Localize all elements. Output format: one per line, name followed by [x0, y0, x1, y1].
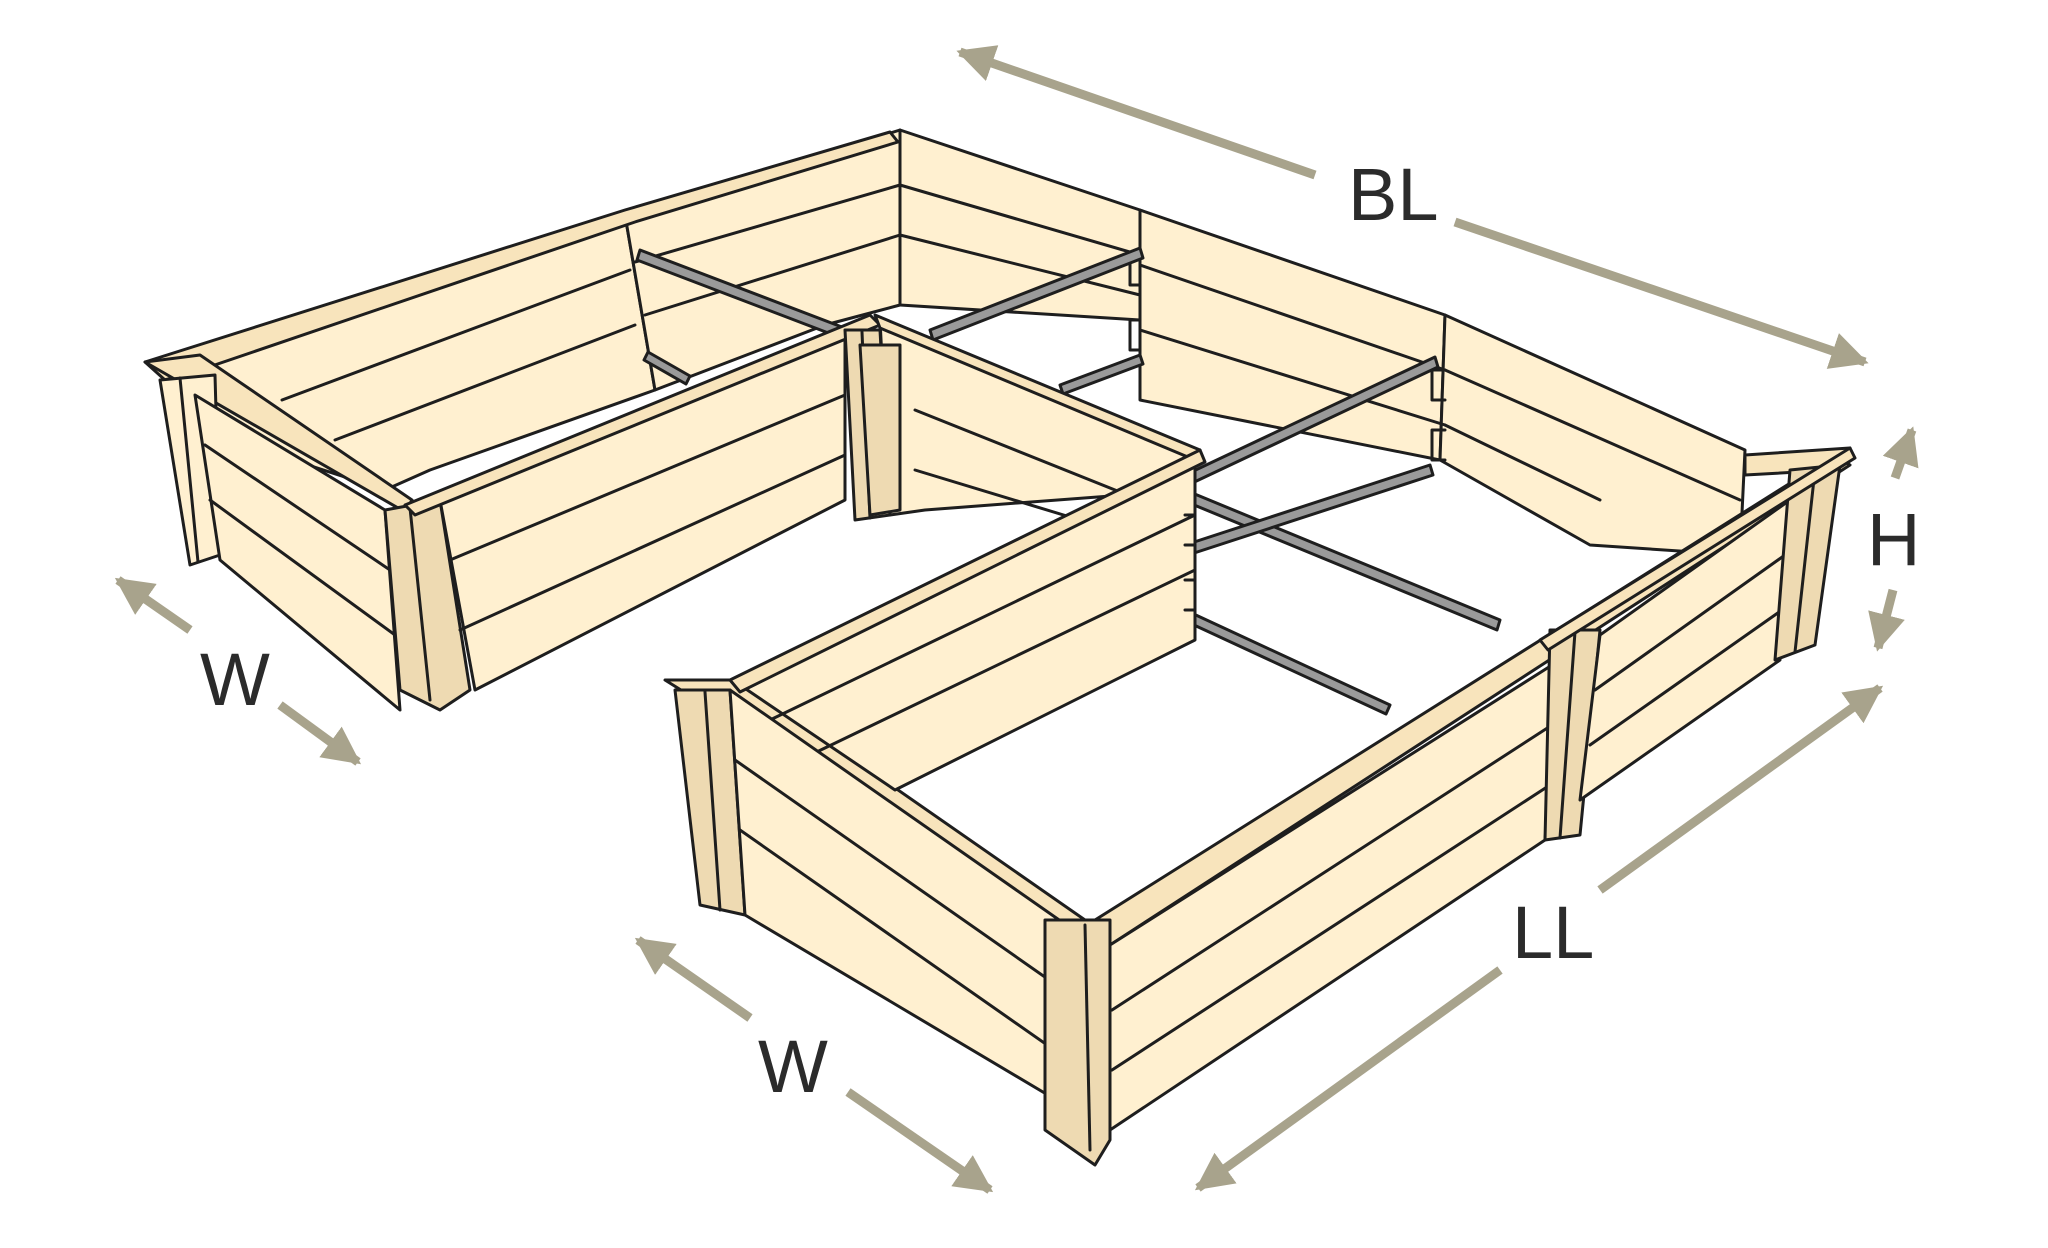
dimension-arrows [114, 45, 1919, 1194]
front-corner-post [1043, 918, 1112, 1167]
label-w-front: W [758, 1025, 828, 1108]
inner-courtyard-wall [873, 313, 1202, 522]
w-left-arrow-down [277, 701, 362, 766]
bl-arrow-right [1453, 217, 1869, 369]
front-arm-long-side [1108, 446, 1857, 1132]
label-ll: LL [1512, 891, 1594, 974]
label-bl: BL [1348, 153, 1439, 236]
ll-arrow-up [1597, 684, 1884, 894]
label-h: H [1867, 498, 1920, 581]
w-front-arrow-down [845, 1088, 994, 1194]
w-left-arrow-up [114, 576, 193, 634]
front-arm-inner-face [728, 448, 1207, 792]
back-corner-post [858, 343, 902, 517]
h-arrow-up [1882, 426, 1919, 480]
h-arrow-down [1868, 588, 1905, 652]
left-arm-side-face [193, 393, 472, 712]
w-front-arrow-up [634, 936, 753, 1022]
label-w-left: W [200, 638, 270, 721]
metal-cross-rods [635, 246, 1502, 716]
right-wall-inner [1128, 208, 1747, 557]
ll-arrow-down [1194, 966, 1503, 1192]
dimension-labels: BL W W LL H [200, 153, 1920, 1108]
front-arm-end-face [673, 688, 1097, 1122]
bl-arrow-left [956, 45, 1317, 180]
u-shaped-raised-bed [143, 128, 1857, 1167]
